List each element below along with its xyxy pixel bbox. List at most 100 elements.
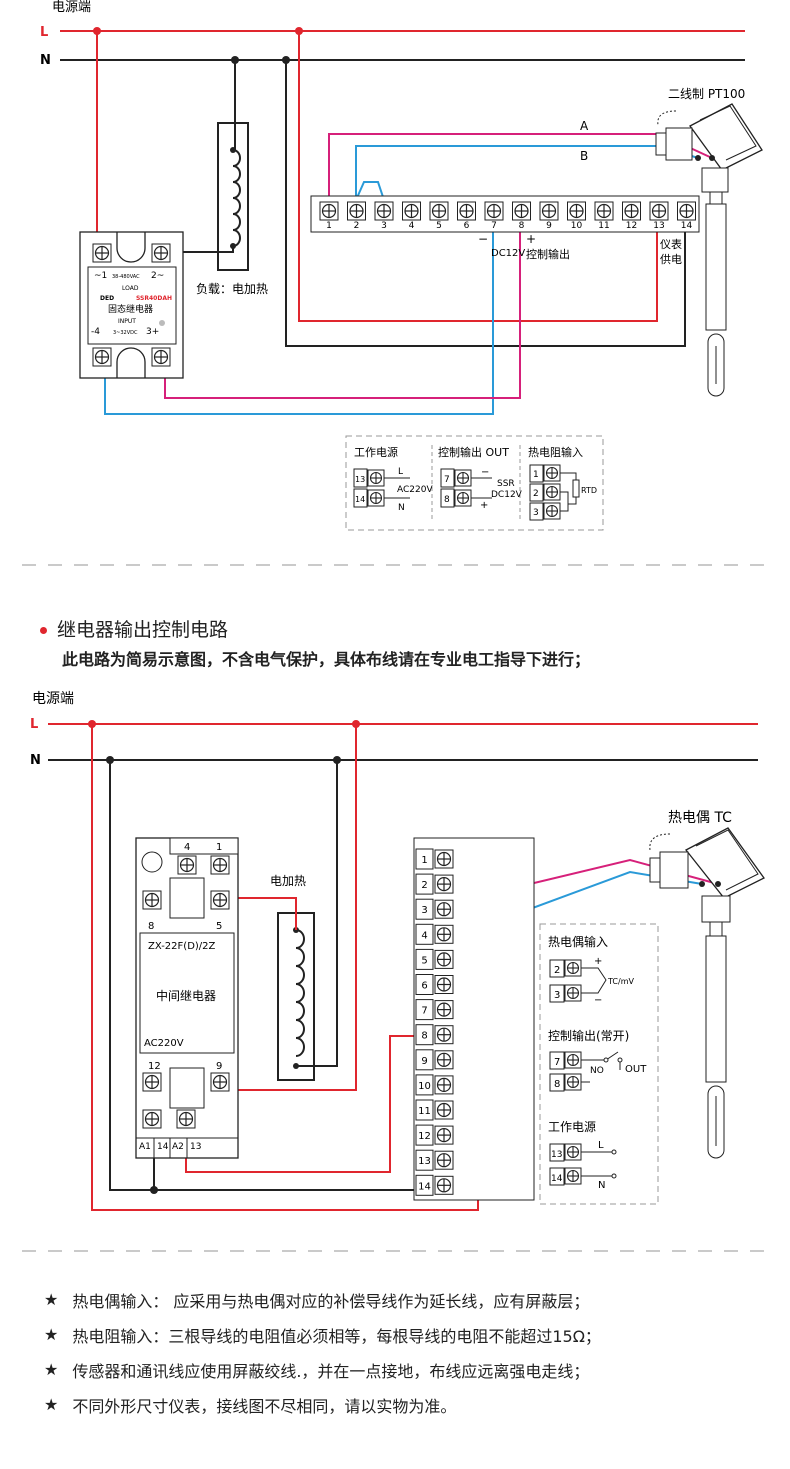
legend1-rtd: RTD (581, 486, 597, 495)
legend1-ac220v: AC220V (397, 485, 433, 495)
dc12v-label: DC12V (491, 248, 525, 259)
ctrl-out-label: 控制输出 (526, 247, 570, 261)
terminal-label: 10 (571, 221, 583, 231)
terminal-9: 9 (415, 1049, 454, 1071)
pt100-label: 二线制 PT100 (668, 87, 745, 101)
legend1-dc12v: DC12V (491, 490, 523, 500)
ssr-name: 固态继电器 (108, 303, 153, 315)
terminal-2: 2 (346, 201, 367, 231)
power-label: 电源端 (52, 0, 91, 15)
terminal-10: 10 (566, 201, 587, 231)
relay-t14: 14 (157, 1142, 169, 1152)
thermocouple-probe: 热电偶 TC (649, 810, 765, 1159)
terminal-6: 6 (456, 201, 477, 231)
ssr-load: LOAD (122, 285, 139, 292)
legend1-t14: 14 (355, 495, 365, 504)
ssr-input-voltage: 3~32VDC (113, 330, 138, 336)
terminal-1: 1 (415, 848, 454, 870)
terminal-label: 6 (421, 981, 427, 992)
legend1-ssr: SSR (497, 479, 515, 489)
terminal-4: 4 (401, 201, 422, 231)
terminal-label: 9 (546, 221, 552, 231)
terminal-label: 11 (598, 221, 609, 231)
legend2-out: OUT (625, 1064, 647, 1075)
line-n-label-2: N (30, 753, 41, 768)
legend2-t14: 14 (551, 1174, 563, 1184)
notes-list: ★热电偶输入： 应采用与热电偶对应的补偿导线作为延长线，应有屏蔽层； ★热电阻输… (44, 1282, 601, 1422)
heater-2: 电加热 (270, 874, 315, 1081)
terminal-label: 7 (421, 1006, 427, 1017)
relay-t13: 13 (190, 1142, 201, 1152)
legend-1: 工作电源 控制输出 OUT 热电阻输入 13 14 L AC220V N 7 8… (345, 435, 604, 531)
line-n-label: N (40, 53, 51, 68)
legend2-tc-input: 热电偶输入 (548, 934, 608, 949)
terminal-8: 8 (511, 201, 532, 231)
ssr-voltage: 38-480VAC (112, 274, 140, 280)
terminal-label: 4 (421, 930, 427, 941)
dc-plus-label: + (526, 232, 536, 246)
meter-power-label-2: 供电 (660, 252, 682, 266)
legend1-minus: − (481, 467, 489, 478)
line-l-label: L (40, 25, 48, 40)
terminal-1: 1 (319, 201, 339, 231)
legend2-work-power: 工作电源 (548, 1120, 596, 1134)
ssr-input: INPUT (118, 318, 136, 325)
terminal-5: 5 (415, 948, 454, 970)
terminal-label: 11 (418, 1106, 431, 1117)
star-icon: ★ (44, 1325, 59, 1344)
terminal-14: 14 (415, 1174, 454, 1196)
terminal-5: 5 (429, 201, 449, 231)
ssr-model: SSR40DAH (136, 295, 172, 302)
intermediate-relay: 4 1 8 5 ZX-22F(D)/2Z 中间继电器 AC220V 12 9 A… (135, 837, 239, 1159)
terminal-label: 12 (626, 221, 637, 231)
diagram-2: 电源端 L N 电加热 A+ B− (30, 691, 765, 1211)
legend2-ctrl-out: 控制输出(常开) (548, 1028, 629, 1043)
legend1-N: N (398, 503, 405, 513)
star-icon: ★ (44, 1290, 59, 1309)
relay-t9: 9 (216, 1061, 222, 1072)
terminal-label: 1 (421, 855, 427, 866)
terminal-label: 14 (681, 221, 693, 231)
terminal-label: 14 (418, 1181, 431, 1192)
relay-t12: 12 (148, 1061, 161, 1072)
diagram-1: 电源端 L N 负载：电加热 A B (40, 0, 763, 531)
terminal-label: 7 (491, 221, 497, 231)
legend1-t7: 7 (444, 475, 450, 485)
legend1-L: L (398, 467, 403, 477)
relay-a2: A2 (172, 1142, 184, 1152)
note-text: 热电偶输入： 应采用与热电偶对应的补偿导线作为延长线，应有屏蔽层； (72, 1291, 590, 1311)
terminal-13: 13 (649, 201, 669, 231)
terminal-3: 3 (415, 898, 454, 920)
terminal-label: 10 (418, 1081, 431, 1092)
relay-t1: 1 (216, 842, 222, 853)
note-item: ★ 热电偶输入： 应采用与热电偶对应的补偿导线作为延长线，应有屏蔽层； (44, 1282, 601, 1317)
relay-model: ZX-22F(D)/2Z (148, 941, 216, 952)
terminal-9: 9 (539, 201, 559, 231)
relay-name: 中间继电器 (156, 988, 216, 1003)
relay-a1: A1 (139, 1142, 151, 1152)
wire-b-label: B (580, 149, 588, 163)
legend2-L: L (598, 1140, 604, 1151)
section-title-text: 继电器输出控制电路 (57, 619, 229, 641)
meter-power-label-1: 仪表 (660, 237, 682, 251)
terminal-label: 2 (421, 880, 427, 891)
bullet-dot (40, 627, 47, 634)
legend1-t3: 3 (533, 508, 539, 518)
terminal-label: 8 (421, 1031, 427, 1042)
power-label-2: 电源端 (32, 691, 74, 707)
terminal-label: 5 (436, 221, 442, 231)
ssr-t2: 2~ (151, 271, 164, 281)
relay-t5: 5 (216, 921, 222, 932)
legend1-t1: 1 (533, 470, 539, 480)
tc-label: 热电偶 TC (668, 810, 732, 826)
legend1-t13: 13 (355, 475, 365, 484)
terminal-label: 2 (354, 221, 360, 231)
legend2-t7: 7 (554, 1057, 560, 1068)
legend2-t3: 3 (554, 990, 560, 1001)
terminal-4: 4 (415, 923, 454, 945)
relay-t4: 4 (184, 842, 190, 853)
load-label: 负载：电加热 (196, 282, 268, 296)
wire-a-label: A (580, 119, 589, 133)
